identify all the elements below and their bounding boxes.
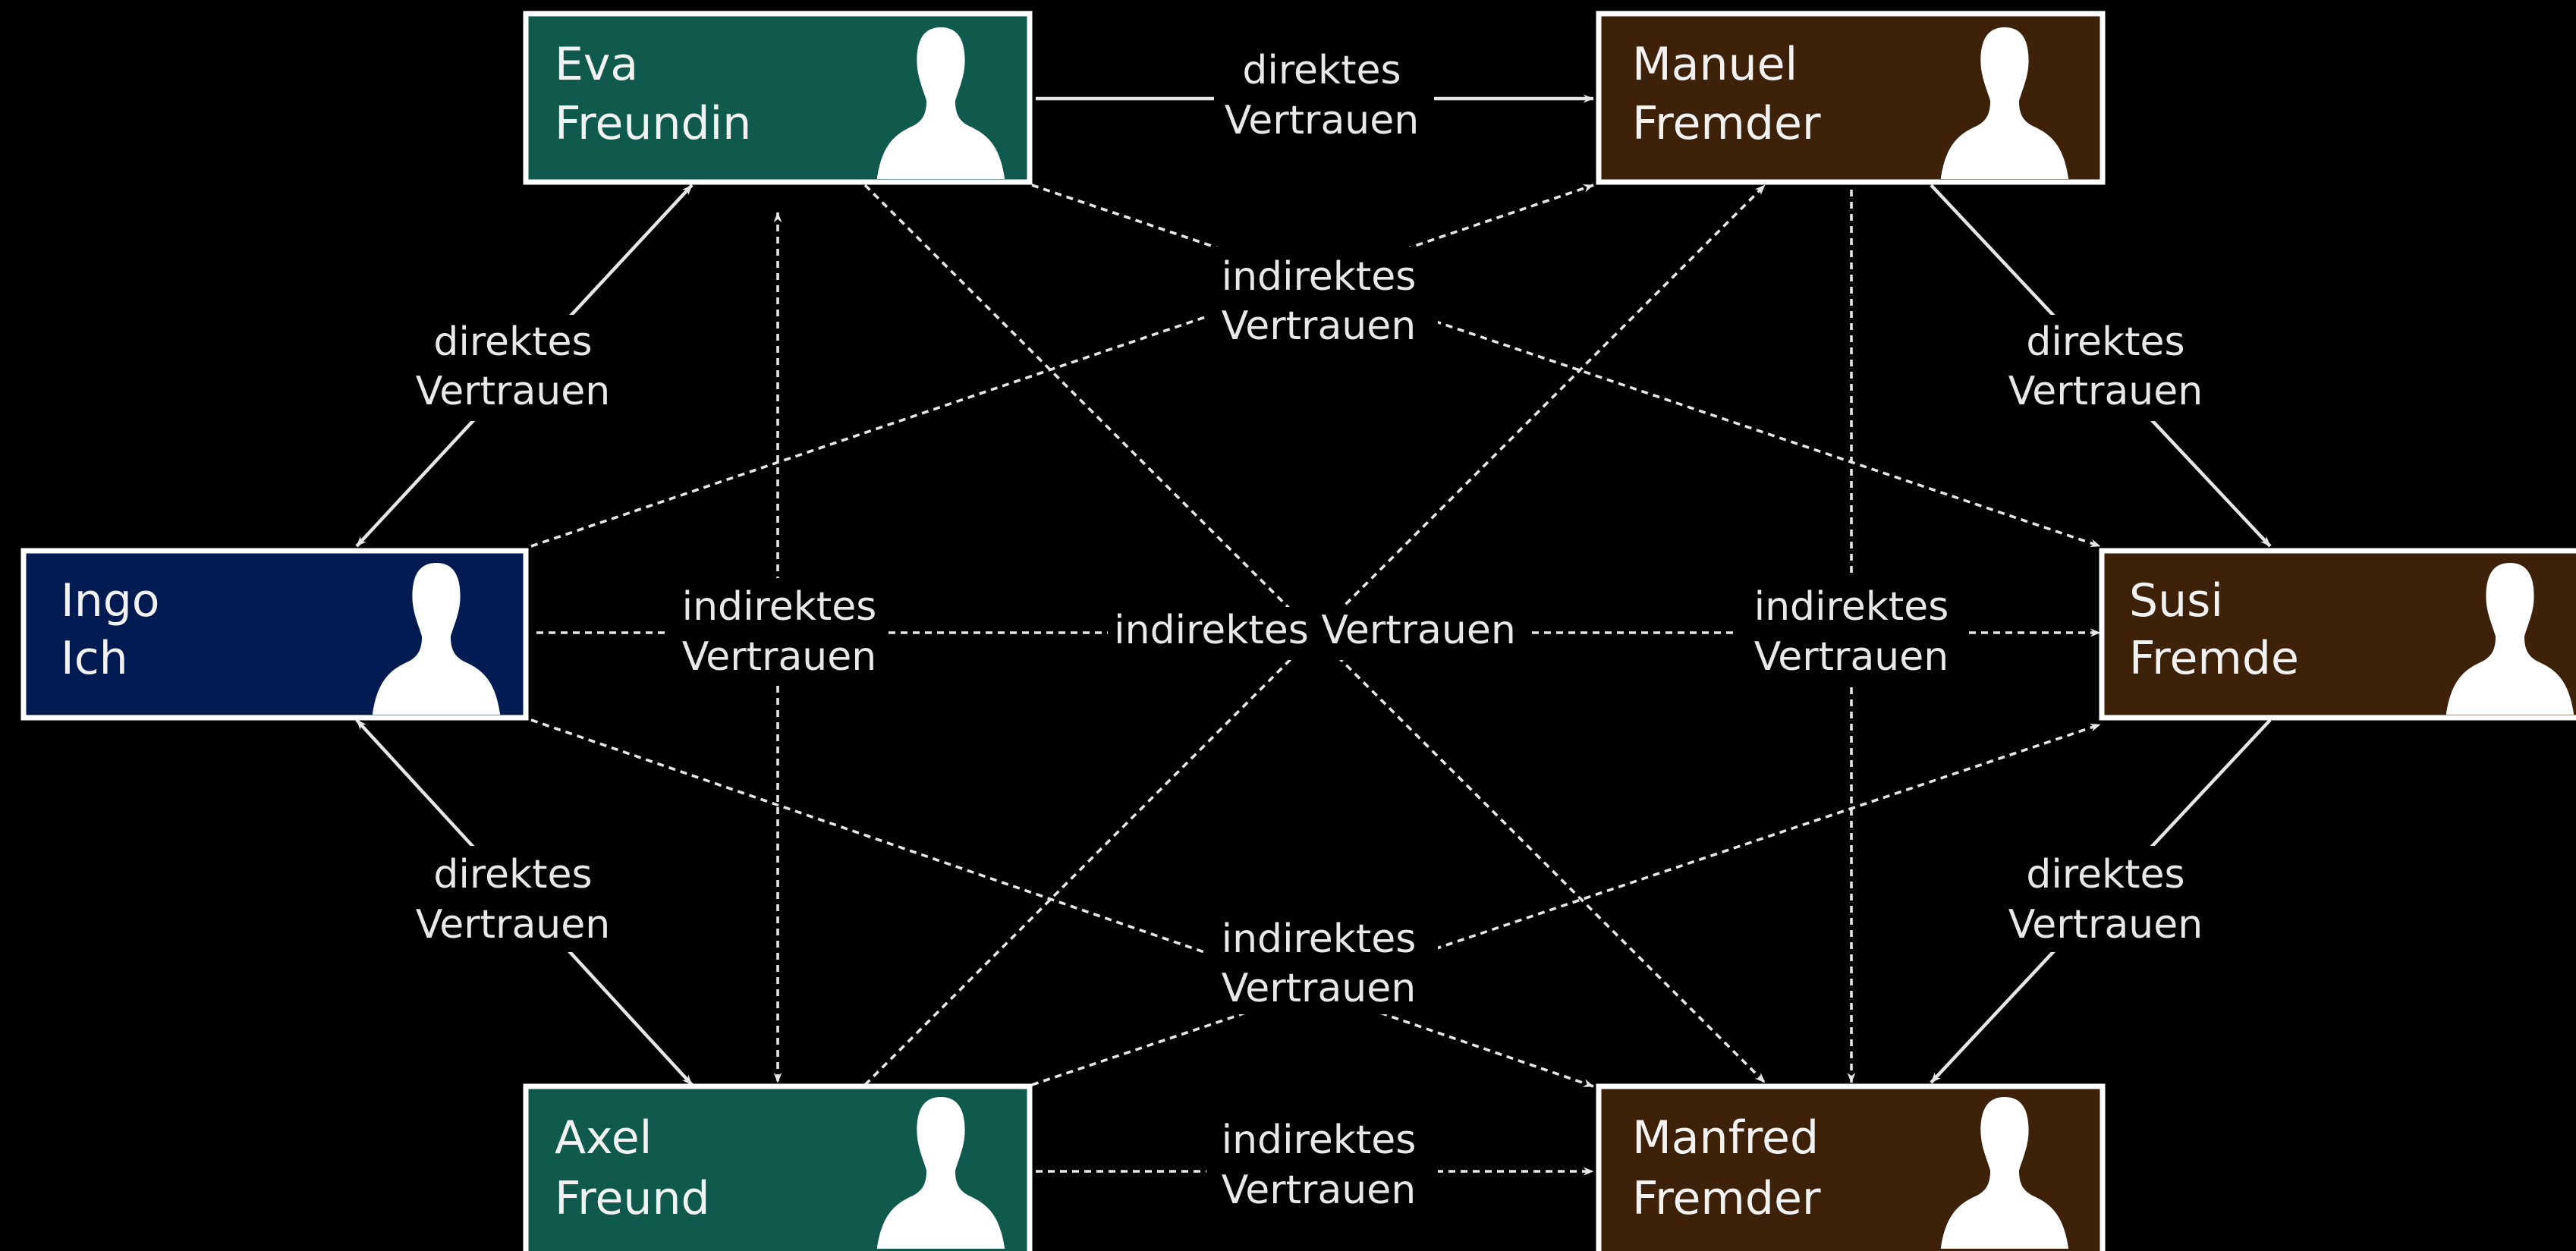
label-line2: Vertrauen (416, 369, 610, 414)
node-name: Manuel (1632, 38, 1798, 91)
label-line2: Vertrauen (416, 902, 610, 948)
label-line1: indirektes (1754, 584, 1949, 630)
label-line2: Vertrauen (1754, 634, 1949, 680)
node-name: Susi (2129, 574, 2223, 627)
label-line2: Vertrauen (1222, 1168, 1416, 1213)
node-role: Fremde (2129, 632, 2299, 685)
label-line2: Vertrauen (1222, 303, 1416, 349)
node-ingo: Ingo Ich (20, 548, 529, 721)
node-role: Freund (555, 1172, 710, 1225)
node-role: Fremder (1632, 97, 1821, 150)
label-manuel-susi: direktes Vertrauen (1996, 315, 2216, 421)
node-susi: Susi Fremde (2099, 548, 2576, 721)
node-role: Ich (61, 632, 128, 685)
node-name: Eva (555, 38, 638, 91)
label-line2: Vertrauen (1222, 966, 1416, 1011)
label-manuel-manfred: indirektes Vertrauen (1738, 578, 1965, 686)
label-eva-manuel: direktes Vertrauen (1214, 46, 1434, 152)
edge-labels: direktes Vertrauen direktes Vertrauen di… (402, 46, 2216, 1223)
label-line1: indirektes (1222, 916, 1417, 962)
label-line2: Vertrauen (2008, 902, 2203, 948)
label-ingo-axel: direktes Vertrauen (402, 846, 622, 952)
label-eva-axel: indirektes Vertrauen (668, 578, 888, 686)
node-role: Freundin (555, 97, 751, 150)
node-manfred: Manfred Fremder (1596, 1083, 2106, 1251)
label-indirect-top: indirektes Vertrauen (1206, 247, 1438, 353)
label-line1: direktes (433, 852, 592, 897)
edge-eva-susi (1031, 184, 2101, 548)
label-line2: Vertrauen (1225, 98, 1419, 143)
label-axel-manfred: indirektes Vertrauen (1206, 1115, 1438, 1223)
node-axel: Axel Freund (523, 1083, 1033, 1251)
node-role: Fremder (1632, 1172, 1821, 1225)
label-line1: indirektes (1222, 1117, 1417, 1163)
node-eva: Eva Freundin (523, 11, 1033, 185)
node-manuel: Manuel Fremder (1596, 11, 2106, 185)
edge-ingo-manuel (530, 184, 1594, 548)
label-line1: indirektes (682, 584, 877, 630)
label-line1: direktes (1242, 48, 1401, 93)
label-line1: direktes (433, 319, 592, 365)
label-line1: direktes (2026, 319, 2184, 365)
label-line1: direktes (2026, 852, 2184, 897)
label-single: indirektes Vertrauen (1114, 608, 1516, 653)
node-name: Ingo (61, 574, 160, 627)
label-line2: Vertrauen (682, 634, 876, 680)
label-ingo-eva: direktes Vertrauen (402, 315, 622, 421)
node-name: Axel (555, 1111, 652, 1165)
edge-axel-susi (1031, 723, 2101, 1086)
label-ingo-susi: indirektes Vertrauen (1108, 607, 1529, 660)
label-line1: indirektes (1222, 254, 1417, 300)
label-indirect-bottom: indirektes Vertrauen (1206, 907, 1438, 1014)
label-line2: Vertrauen (2008, 369, 2203, 414)
label-susi-manfred: direktes Vertrauen (1996, 846, 2216, 952)
edge-ingo-manfred (530, 718, 1594, 1088)
node-name: Manfred (1632, 1111, 1819, 1165)
